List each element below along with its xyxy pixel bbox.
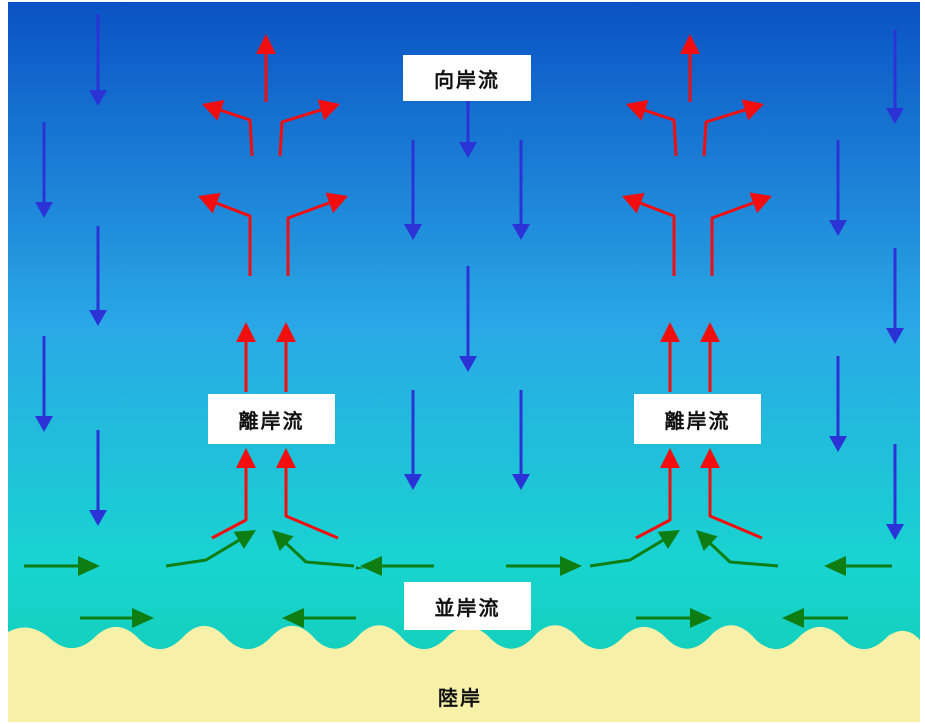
rip-current-label-right: 離岸流 (634, 394, 761, 444)
rip-current-arrow (286, 192, 348, 276)
longshore-flow-arrow (506, 556, 582, 576)
rip-current-arrow (680, 34, 700, 102)
rip-current-arrow (198, 192, 252, 276)
onshore-flow-arrow (829, 356, 847, 452)
rip-current-arrow (276, 322, 296, 392)
longshore-flow-arrow (80, 608, 154, 628)
onshore-flow-arrow (404, 390, 422, 490)
onshore-flow-arrow (35, 336, 53, 432)
rip-current-arrow (710, 192, 772, 276)
onshore-flow-arrow (89, 226, 107, 326)
onshore-flow-arrow (886, 444, 904, 540)
shoreline-land (8, 625, 920, 722)
longshore-flow-arrow (696, 530, 779, 568)
longshore-flow-arrow (165, 530, 256, 568)
longshore-flow-arrow (589, 530, 680, 568)
rip-current-arrow (700, 322, 720, 392)
longshore-flow-arrow (782, 608, 848, 628)
onshore-flow-arrow (829, 140, 847, 236)
rip-current-arrow (211, 448, 256, 540)
onshore-flow-arrow (89, 430, 107, 526)
rip-current-arrow (635, 448, 680, 540)
onshore-flow-arrow (512, 140, 530, 240)
longshore-flow-arrow (282, 608, 356, 628)
onshore-flow-arrow (512, 390, 530, 490)
onshore-flow-arrow (459, 100, 477, 158)
longshore-flow-arrow (360, 556, 434, 576)
onshore-flow-label: 向岸流 (403, 55, 531, 101)
onshore-flow-arrow (886, 248, 904, 344)
rip-current-arrow (278, 99, 340, 157)
rip-current-arrow (622, 192, 676, 276)
rip-current-label-left: 離岸流 (208, 394, 335, 444)
rip-current-arrow (700, 448, 763, 540)
onshore-flow-arrow (404, 140, 422, 240)
rip-current-arrow (702, 99, 764, 157)
rip-current-arrow (276, 448, 339, 540)
onshore-flow-arrow (89, 14, 107, 106)
longshore-flow-arrow (272, 530, 355, 568)
onshore-flow-arrow (35, 122, 53, 218)
rip-current-arrow (660, 322, 680, 392)
longshore-flow-arrow (824, 556, 892, 576)
longshore-flow-label: 並岸流 (404, 582, 531, 630)
rip-current-arrow (256, 34, 276, 102)
land-label: 陸岸 (438, 686, 482, 710)
longshore-flow-arrow (24, 556, 100, 576)
longshore-flow-arrow (356, 566, 366, 570)
rip-current-arrow (236, 322, 256, 392)
onshore-flow-arrow (886, 30, 904, 124)
rip-current-arrow (626, 99, 678, 157)
rip-current-arrow (202, 99, 254, 157)
onshore-flow-arrow (459, 266, 477, 372)
longshore-flow-arrow (636, 608, 712, 628)
